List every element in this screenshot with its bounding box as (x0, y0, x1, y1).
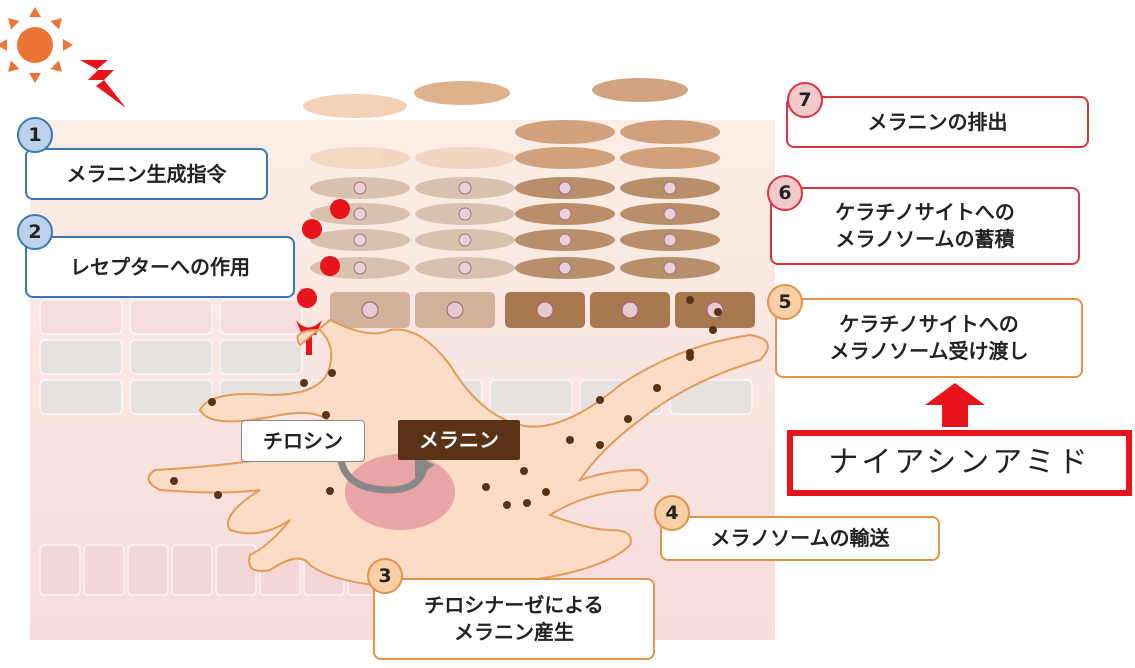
basal-cell (39, 299, 123, 335)
melanosome (214, 491, 222, 499)
step-4-badge: 4 (654, 495, 690, 531)
tyrosine-label: チロシン (241, 420, 365, 462)
basal-cell (219, 299, 303, 335)
basal-cell (129, 339, 213, 375)
melanosome (566, 436, 574, 444)
melanosome (208, 398, 216, 406)
step-6-label: ケラチノサイトへの メラノソームの蓄積 (770, 187, 1080, 265)
dermis-cell (215, 544, 257, 596)
melanosome (326, 487, 334, 495)
step-7-label: メラニンの排出 (786, 96, 1089, 148)
melanosome (300, 379, 308, 387)
step-6-badge: 6 (767, 175, 803, 211)
melanosome (686, 349, 694, 357)
basal-cell (39, 339, 123, 375)
melanin-label: メラニン (398, 420, 520, 460)
basal-cell (489, 379, 573, 415)
basal-cell (129, 299, 213, 335)
melanosome-dots (170, 296, 722, 509)
basal-cell (39, 379, 123, 415)
step-4-label: メラノソームの輸送 (660, 516, 940, 561)
melanosome (653, 384, 661, 392)
melanosome (322, 411, 330, 419)
melanosome (523, 499, 531, 507)
melanosome (709, 326, 717, 334)
uv-lightning-icon (80, 60, 126, 108)
dermis-cell (171, 544, 213, 596)
melanosome (520, 467, 528, 475)
sun-icon (0, 7, 73, 83)
melanosome (686, 296, 694, 304)
step-1-badge: 1 (17, 117, 53, 153)
melanosome (482, 483, 490, 491)
step-3-badge: 3 (367, 558, 403, 594)
surface-cells (303, 78, 720, 169)
dermis-cell (83, 544, 125, 596)
conversion-arrow (336, 449, 429, 494)
up-arrow-icon (925, 383, 985, 427)
step-1-label: メラニン生成指令 (25, 148, 268, 200)
receptor-dots (296, 199, 350, 355)
basal-cell (219, 339, 303, 375)
basal-cell (129, 379, 213, 415)
melanosome (714, 308, 722, 316)
step-5-badge: 5 (767, 284, 803, 320)
step-7-badge: 7 (787, 82, 823, 118)
step-2-badge: 2 (17, 214, 53, 250)
melanosome (170, 477, 178, 485)
melanosome (596, 441, 604, 449)
melanosome (624, 415, 632, 423)
dermis-cell (39, 544, 81, 596)
melanosome (503, 501, 511, 509)
step-3-label: チロシナーゼによる メラニン産生 (373, 578, 655, 660)
step-5-label: ケラチノサイトへの メラノソーム受け渡し (775, 298, 1083, 378)
dermis-cell (127, 544, 169, 596)
step-2-label: レセプターへの作用 (25, 236, 295, 298)
niacinamide-highlight: ナイアシンアミド (787, 430, 1132, 496)
melanosome (542, 488, 550, 496)
melanosome (328, 369, 336, 377)
melanosome (596, 396, 604, 404)
